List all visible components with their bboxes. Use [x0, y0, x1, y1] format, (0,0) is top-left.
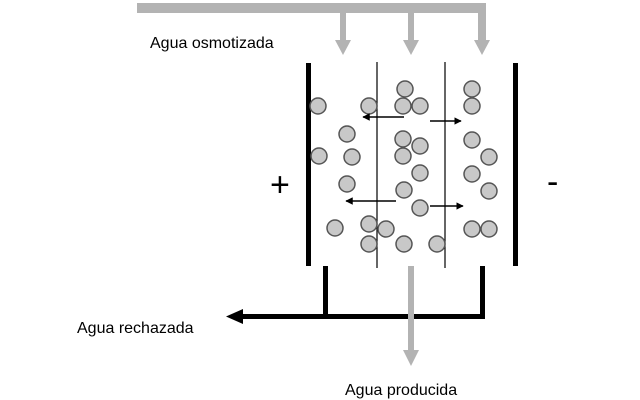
ion-particle	[326, 219, 344, 237]
reject-label: Agua rechazada	[77, 320, 194, 337]
ion-particle	[396, 80, 414, 98]
ion-particle	[428, 235, 446, 253]
ion-particle	[338, 125, 356, 143]
feed-pipe-horizontal	[137, 3, 484, 13]
ion-particle	[360, 235, 378, 253]
ion-particle	[343, 148, 361, 166]
ion-particle	[360, 215, 378, 233]
ion-particle	[480, 148, 498, 166]
ion-particle	[463, 97, 481, 115]
ion-particle	[338, 175, 356, 193]
reject-pipe-horizontal	[240, 314, 485, 319]
ion-particle	[463, 165, 481, 183]
feed-pipe-right-drop	[478, 3, 486, 41]
reject-arrowhead	[226, 309, 243, 324]
ion-particle	[411, 199, 429, 217]
feed-arrow-2	[403, 12, 419, 55]
ion-particle	[394, 97, 412, 115]
product-water-outlet	[403, 266, 419, 366]
reject-water-pipe	[226, 266, 485, 324]
ion-particles	[309, 80, 498, 253]
electrode-cathode	[513, 63, 518, 266]
ion-particle	[411, 164, 429, 182]
product-label: Agua producida	[345, 382, 457, 399]
anode-sign: +	[270, 166, 290, 204]
ion-particle	[463, 220, 481, 238]
ion-particle	[463, 131, 481, 149]
ion-particle	[395, 181, 413, 199]
ion-particle	[411, 137, 429, 155]
ion-particle	[309, 97, 327, 115]
ion-particle	[463, 80, 481, 98]
feed-arrow-3	[474, 40, 490, 55]
inlet-label: Agua osmotizada	[150, 35, 274, 52]
ion-particle	[480, 220, 498, 238]
ion-particle	[394, 130, 412, 148]
ion-particle	[394, 147, 412, 165]
ion-particle	[411, 97, 429, 115]
ion-particle	[395, 235, 413, 253]
reject-pipe-left-drop	[323, 266, 328, 317]
feed-water-pipe	[137, 3, 490, 55]
cathode-sign: -	[547, 163, 558, 201]
feed-arrow-1	[335, 12, 351, 55]
ion-particle	[360, 97, 378, 115]
reject-pipe-right-drop	[480, 266, 485, 317]
electrode-anode	[306, 63, 311, 266]
migration-arrows	[345, 113, 464, 210]
ion-particle	[377, 220, 395, 238]
ion-particle	[310, 147, 328, 165]
ion-particle	[480, 182, 498, 200]
